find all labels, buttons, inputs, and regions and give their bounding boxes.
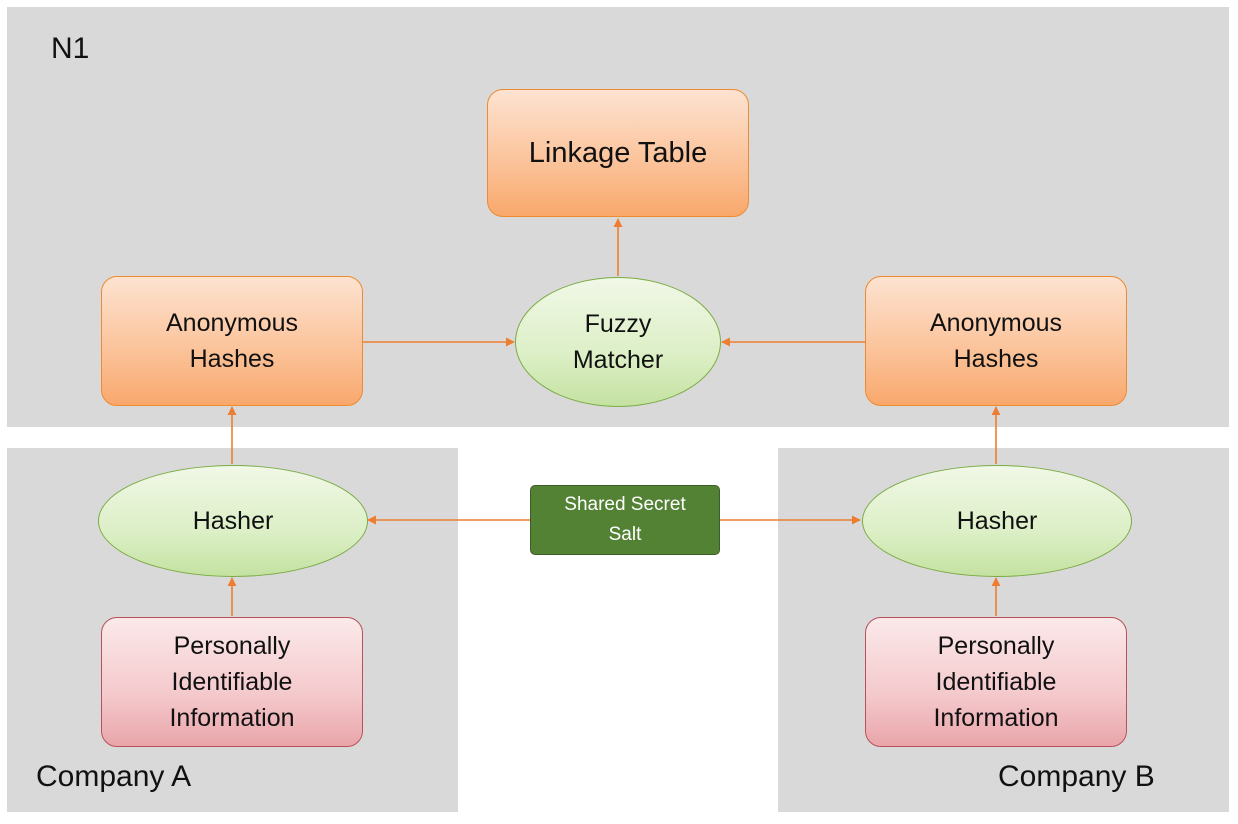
region-n1-label: N1 (51, 32, 90, 65)
region-company-b-label: Company B (998, 760, 1155, 793)
pii-a-node: Personally Identifiable Information (101, 617, 363, 747)
linkage-table-node: Linkage Table (487, 89, 749, 217)
linkage-table-label: Linkage Table (528, 137, 708, 169)
shared-secret-salt-label: Shared Secret Salt (564, 494, 686, 545)
anonymous-hashes-a-node: Anonymous Hashes (101, 276, 363, 406)
shared-secret-salt-node: Shared Secret Salt (530, 485, 720, 555)
pii-a-label: Personally Identifiable Information (169, 632, 295, 732)
fuzzy-matcher-label: Fuzzy Matcher (572, 310, 664, 374)
hasher-a-node: Hasher (98, 465, 368, 577)
fuzzy-matcher-node: Fuzzy Matcher (515, 277, 721, 407)
pii-b-node: Personally Identifiable Information (865, 617, 1127, 747)
pii-b-label: Personally Identifiable Information (933, 632, 1059, 732)
anonymous-hashes-a-label: Anonymous Hashes (165, 309, 299, 373)
hasher-a-label: Hasher (192, 507, 274, 535)
hasher-b-label: Hasher (956, 507, 1038, 535)
anonymous-hashes-b-label: Anonymous Hashes (929, 309, 1063, 373)
anonymous-hashes-b-node: Anonymous Hashes (865, 276, 1127, 406)
hasher-b-node: Hasher (862, 465, 1132, 577)
region-company-a-label: Company A (36, 760, 192, 793)
